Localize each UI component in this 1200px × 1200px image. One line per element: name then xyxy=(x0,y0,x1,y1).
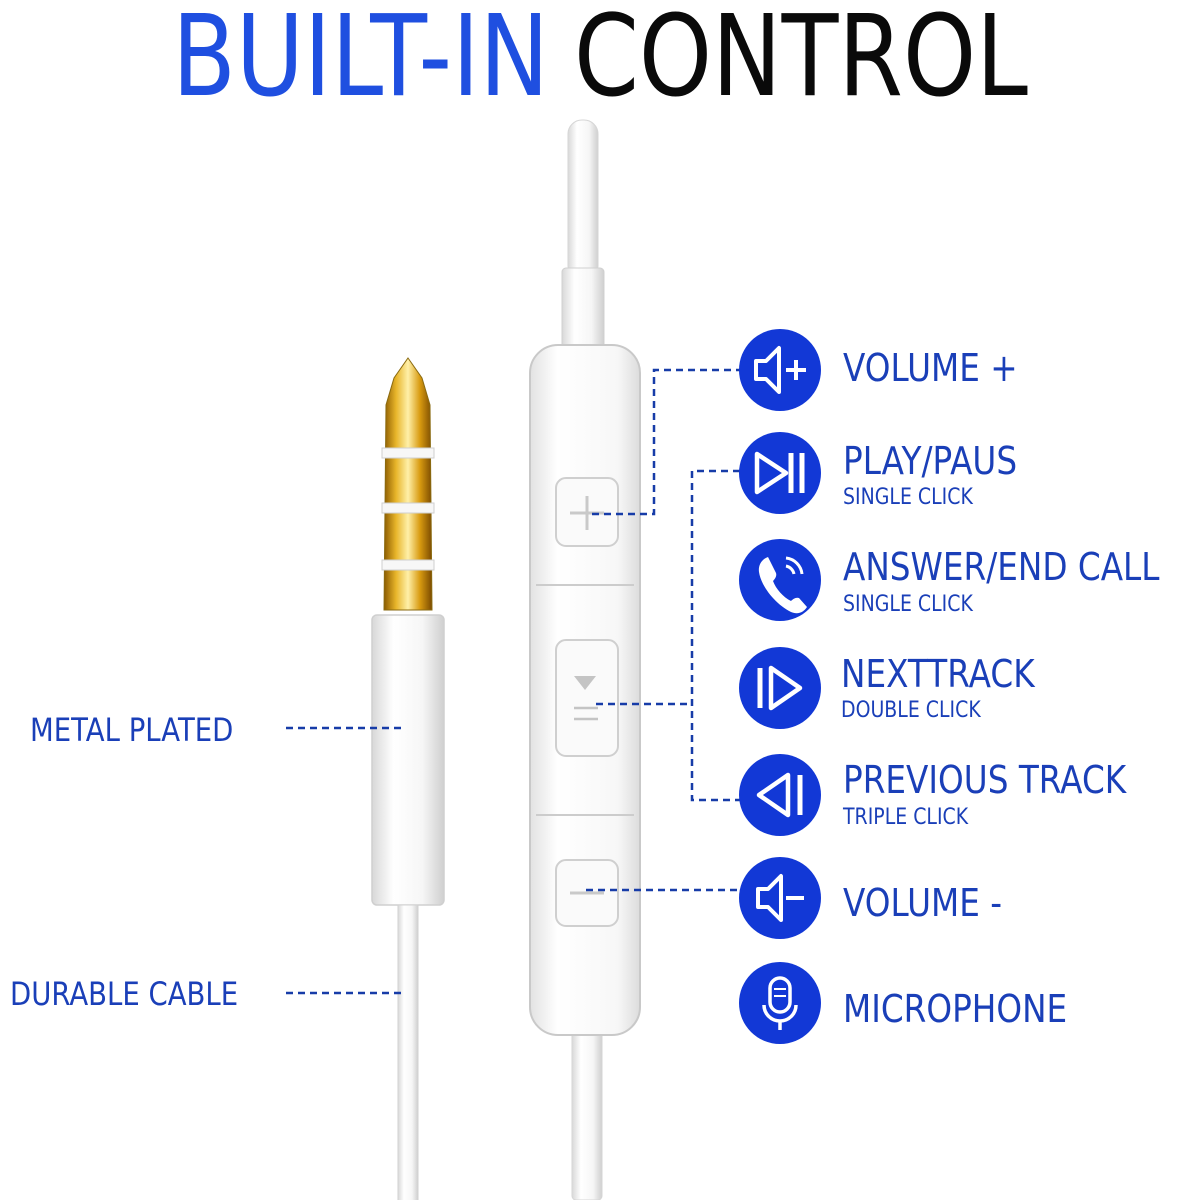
label-durable-cable: DURABLE CABLE xyxy=(10,975,239,1013)
label-volume-up: VOLUME + xyxy=(843,346,1018,390)
microphone-icon xyxy=(739,962,821,1044)
volume-down-icon xyxy=(739,857,821,939)
label-microphone: MICROPHONE xyxy=(843,987,1068,1031)
label-next-track: NEXTTRACK xyxy=(841,652,1035,696)
label-play-pause-action: SINGLE CLICK xyxy=(843,485,973,510)
title-part-built-in: BUILT-IN xyxy=(172,0,550,122)
next-track-icon xyxy=(739,647,821,729)
label-metal-plated: METAL PLATED xyxy=(30,711,234,749)
label-next-track-action: DOUBLE CLICK xyxy=(841,698,981,723)
label-previous-track-action: TRIPLE CLICK xyxy=(843,805,969,830)
label-play-pause: PLAY/PAUS xyxy=(843,439,1018,483)
audio-jack xyxy=(371,357,445,1200)
previous-track-icon xyxy=(739,754,821,836)
play-pause-icon xyxy=(739,432,821,514)
label-volume-down: VOLUME - xyxy=(843,881,1003,925)
phone-icon xyxy=(739,539,821,621)
label-previous-track: PREVIOUS TRACK xyxy=(843,758,1127,802)
inline-remote xyxy=(529,119,641,1200)
label-answer-end-call: ANSWER/END CALL xyxy=(843,545,1160,589)
volume-up-icon xyxy=(739,329,821,411)
title-part-control: CONTROL xyxy=(573,0,1028,122)
label-answer-end-call-action: SINGLE CLICK xyxy=(843,592,973,617)
leader-lines xyxy=(286,368,740,995)
